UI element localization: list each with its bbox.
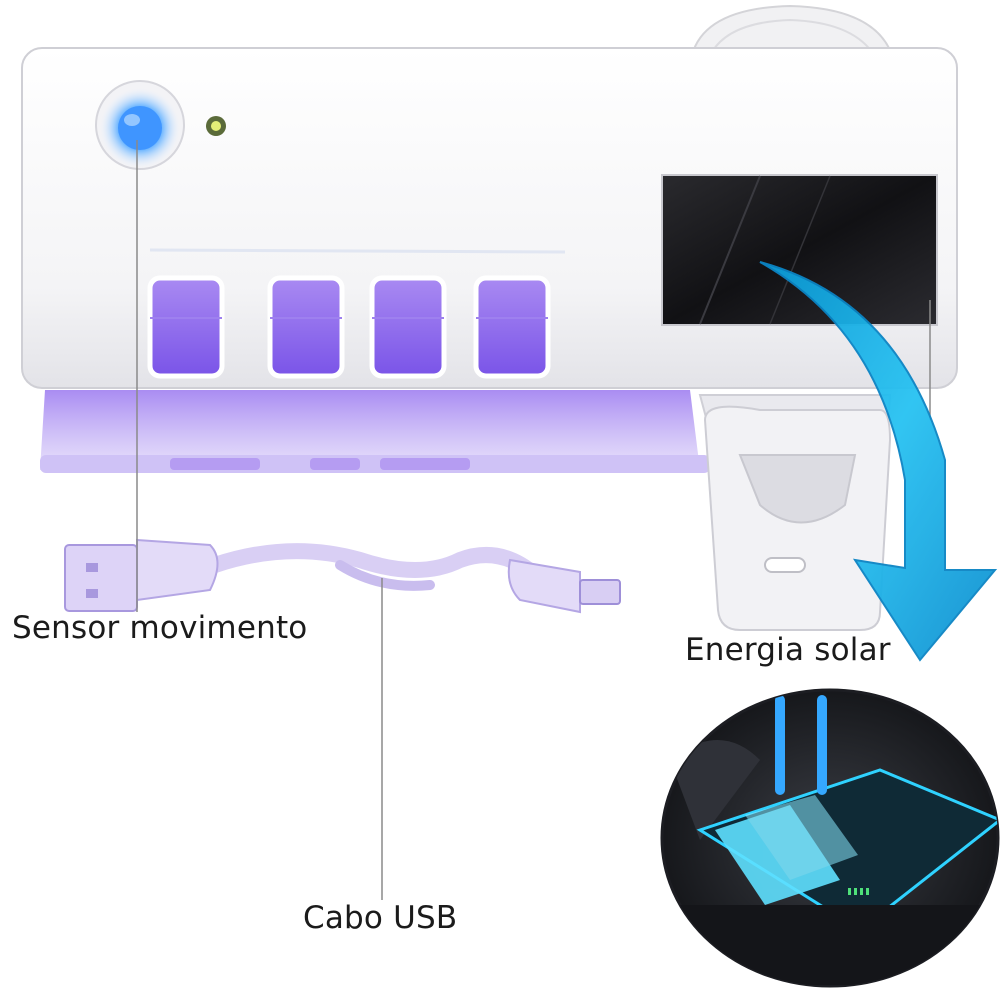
toothbrush-holder [473, 275, 551, 379]
motion-sensor [95, 80, 185, 170]
toothbrush-holders [147, 275, 551, 379]
toothbrush-holder [267, 275, 345, 379]
sensor-label: Sensor movimento [12, 610, 308, 646]
solar-cells [715, 795, 858, 905]
usb-cable-label: Cabo USB [303, 900, 458, 936]
usb-a-connector [64, 538, 219, 612]
solar-label: Energia solar [685, 632, 891, 668]
usb-cable [64, 538, 621, 614]
toothbrush-holder [147, 275, 225, 379]
callout-lines [136, 140, 931, 900]
status-led [206, 116, 226, 136]
toothbrush-holder [369, 275, 447, 379]
solar-panel [661, 174, 938, 326]
solar-closeup-inset [660, 688, 1000, 988]
down-arrow-icon [759, 261, 998, 662]
light-rays [775, 695, 827, 795]
uv-light-area [40, 390, 710, 473]
micro-usb-connector [507, 558, 621, 614]
toothpaste-dispenser [698, 394, 892, 631]
